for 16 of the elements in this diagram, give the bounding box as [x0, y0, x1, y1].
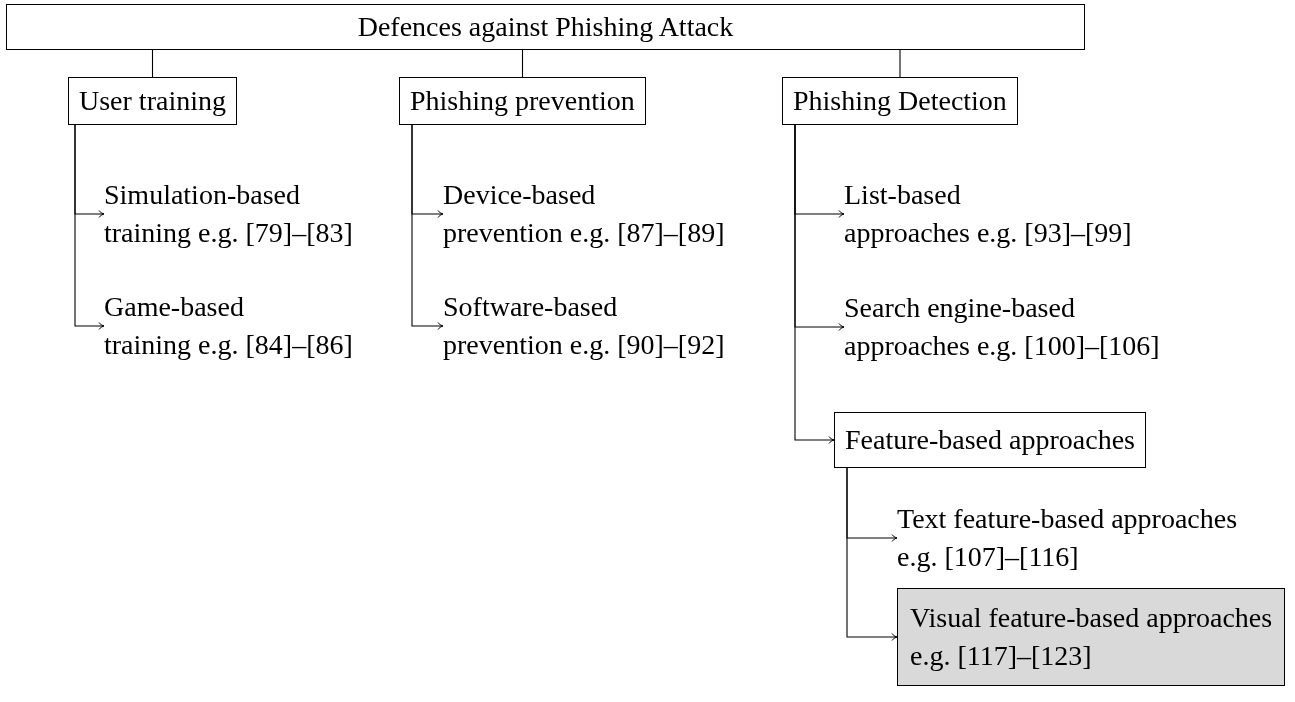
category-box: Phishing Detection	[782, 77, 1018, 125]
category-text: Text feature-based approaches e.g. [107]–[116]	[897, 500, 1238, 576]
category-box: User training	[68, 77, 237, 125]
connector-line	[521, 49, 524, 78]
category-text: Device-based prevention e.g. [87]–[89]	[443, 176, 725, 252]
category-text: Simulation-based training e.g. [79]–[83]	[104, 176, 353, 252]
category-box: Defences against Phishing Attack	[6, 4, 1085, 50]
category-box: Phishing prevention	[399, 77, 646, 125]
category-box: Feature-based approaches	[834, 412, 1146, 468]
category-text: List-based approaches e.g. [93]–[99]	[844, 176, 1132, 252]
category-text: Game-based training e.g. [84]–[86]	[104, 288, 353, 364]
connector-line	[899, 49, 901, 78]
connector-line	[151, 49, 154, 78]
category-text: Search engine-based approaches e.g. [100]–[106]	[844, 289, 1160, 365]
category-text: Software-based prevention e.g. [90]–[92]	[443, 288, 725, 364]
highlighted-box: Visual feature-based approaches e.g. [117]–[123]	[897, 588, 1286, 686]
